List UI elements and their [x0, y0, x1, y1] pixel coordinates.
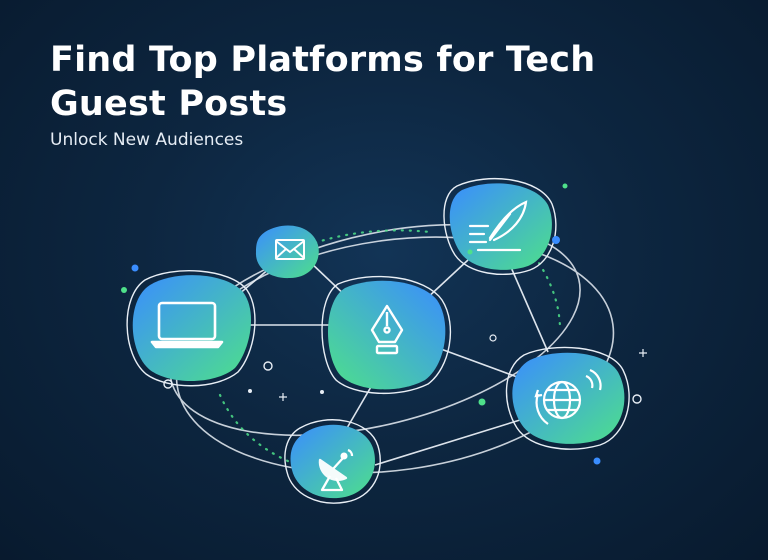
quill-writing-icon — [468, 200, 528, 252]
satellite-node — [284, 419, 381, 504]
decorative-sparkles — [121, 183, 647, 465]
globe-node — [505, 346, 630, 450]
title-line-2: Guest Posts — [50, 84, 288, 124]
quill-node — [443, 177, 557, 276]
pen-nib-node — [321, 275, 452, 395]
laptop-node — [126, 270, 256, 387]
email-node — [255, 225, 319, 279]
title-line-1: Find Top Platforms for Tech — [50, 40, 596, 80]
laptop-icon — [150, 301, 224, 349]
page-title: Find Top Platforms for Tech Guest Posts — [50, 38, 595, 126]
subtitle: Unlock New Audiences — [50, 130, 244, 150]
pen-nib-icon — [370, 304, 404, 355]
envelope-icon — [275, 239, 305, 260]
globe-signal-icon — [534, 368, 602, 425]
satellite-dish-icon — [318, 448, 354, 492]
